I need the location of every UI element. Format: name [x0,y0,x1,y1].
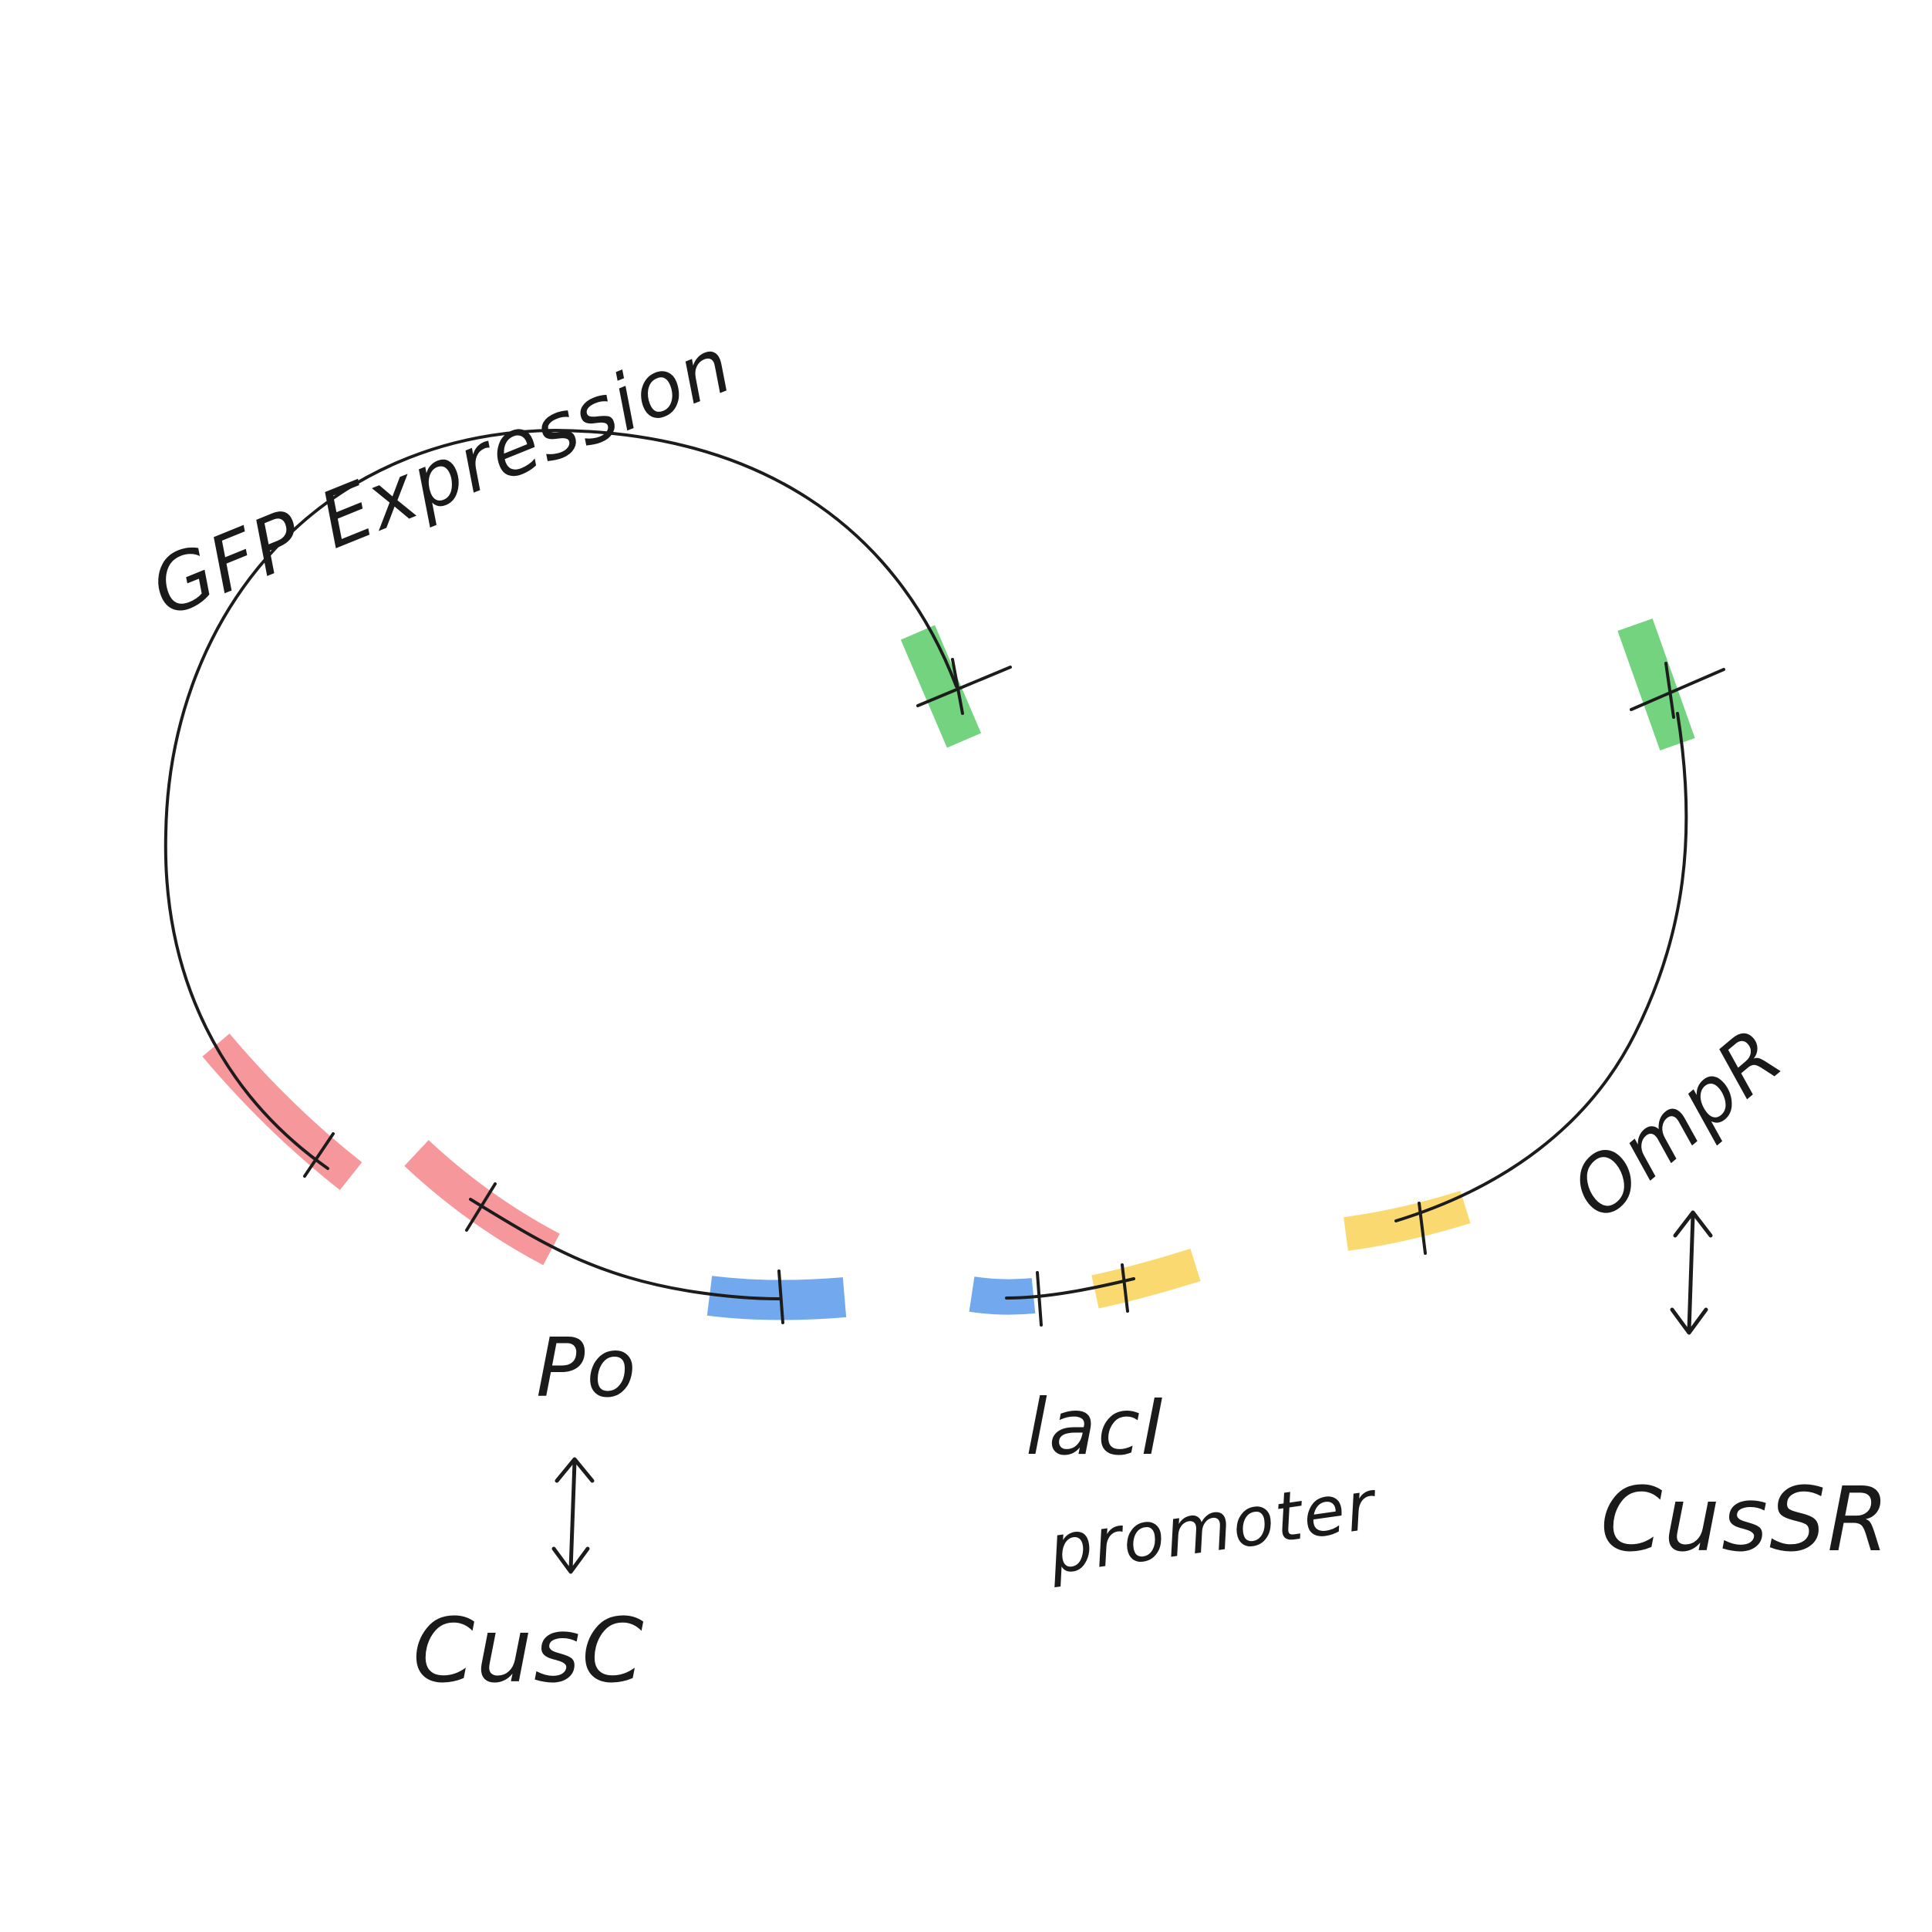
arrow-po-cusc [551,1457,595,1574]
label-promoter: promoter [1044,1465,1383,1590]
label-laci: lacI [1026,1382,1166,1472]
yellow-part-center [1091,1249,1201,1309]
tick-red-center [465,1182,497,1232]
tick-green-left-a [916,666,1012,707]
tick-green-right-b [1664,662,1675,719]
tick-green-right-a [1630,668,1725,711]
tick-green-left-b [951,658,964,715]
green-part-right [1617,618,1695,751]
strand-left-loop [164,429,958,1170]
label-po: Po [536,1321,638,1415]
strand-lacI [1005,1277,1135,1300]
tick-blue-left [777,1269,784,1324]
yellow-part-right [1344,1191,1471,1251]
tick-red-left [303,1132,335,1178]
part-ticks [303,658,1725,1327]
green-part-left [900,625,982,748]
tick-blue-right [1036,1271,1043,1327]
label-gfp-expression: GFP Expression [139,319,745,634]
tick-yellow-right [1418,1202,1427,1255]
label-cussr: CusSR [1600,1468,1890,1572]
strand-center [469,1198,781,1300]
tick-yellow-center [1121,1263,1129,1313]
plasmid-strand [164,429,1688,1300]
arrow-ompr-cussr [1670,1210,1713,1335]
label-ompr: OmpR [1554,1010,1799,1236]
red-part-left [202,1033,362,1191]
strand-right-arc [1394,712,1688,1222]
label-cusc: CusC [413,1600,645,1703]
